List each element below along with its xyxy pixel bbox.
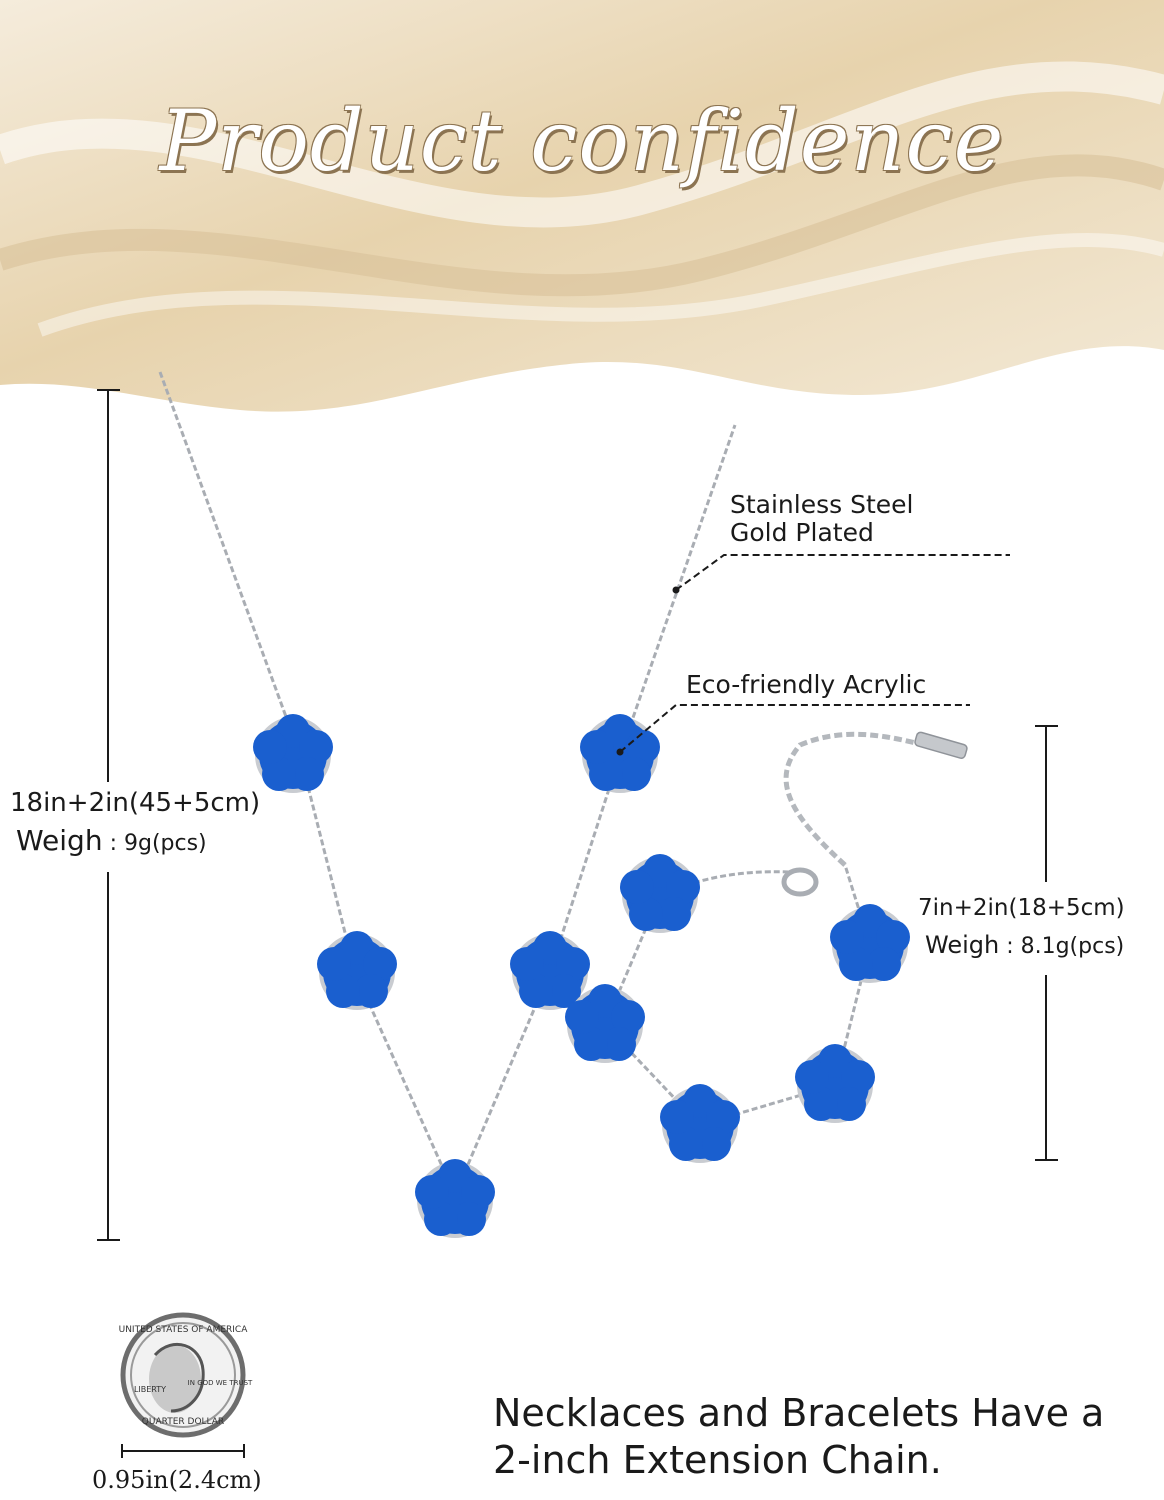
footer-line1: Necklaces and Bracelets Have a — [493, 1391, 1105, 1435]
silk-banner — [0, 0, 1164, 412]
clover-charm — [415, 1159, 495, 1238]
clover-charm — [830, 904, 910, 983]
clover-charm — [660, 1084, 740, 1163]
bracelet-dimension-line — [1035, 725, 1058, 1161]
charm-callout: Eco-friendly Acrylic — [686, 670, 927, 699]
coin-motto-text: IN GOD WE TRUST — [188, 1379, 253, 1387]
necklace-weight-value: 9g(pcs) — [123, 831, 207, 856]
charm-callout-dot — [616, 748, 624, 756]
coin-bottom-text: QUARTER DOLLAR — [142, 1417, 224, 1427]
quarter-coin-icon — [120, 1312, 246, 1438]
end-tag — [914, 731, 968, 759]
necklace-weight-label: Weigh — [16, 824, 103, 857]
clover-charm — [795, 1044, 875, 1123]
bracelet-weight-value: 8.1g(pcs) — [1020, 934, 1125, 959]
material-callout-line1: Stainless Steel — [730, 490, 914, 519]
coin-liberty-text: LIBERTY — [134, 1385, 166, 1394]
extension-chain — [783, 731, 921, 867]
material-callout-leader — [675, 554, 1010, 591]
coin-dimension-line — [121, 1444, 245, 1458]
bracelet-weight: Weigh : 8.1g(pcs) — [925, 931, 1125, 959]
material-callout-dot — [672, 586, 680, 594]
bracelet-length-label: 7in+2in(18+5cm) — [918, 895, 1125, 921]
necklace-dimension-line — [97, 389, 120, 1241]
material-callout-line2: Gold Plated — [730, 518, 874, 547]
necklace-weight: Weigh : 9g(pcs) — [16, 824, 207, 857]
clover-charm — [565, 984, 645, 1063]
bracelet-weight-label: Weigh — [925, 931, 1000, 959]
clover-charm — [510, 931, 590, 1010]
lobster-clasp — [781, 867, 819, 897]
footer-line2: 2-inch Extension Chain. — [493, 1438, 942, 1482]
clover-charm — [253, 714, 333, 793]
clover-charm — [317, 931, 397, 1010]
coin-size-label: 0.95in(2.4cm) — [92, 1466, 262, 1494]
necklace-length-label: 18in+2in(45+5cm) — [10, 788, 261, 818]
charm-callout-leader — [619, 704, 970, 753]
coin-top-text: UNITED STATES OF AMERICA — [119, 1325, 249, 1335]
clover-charm — [620, 854, 700, 933]
necklace-chain — [158, 371, 737, 1199]
page-title: Product confidence — [159, 92, 1005, 190]
